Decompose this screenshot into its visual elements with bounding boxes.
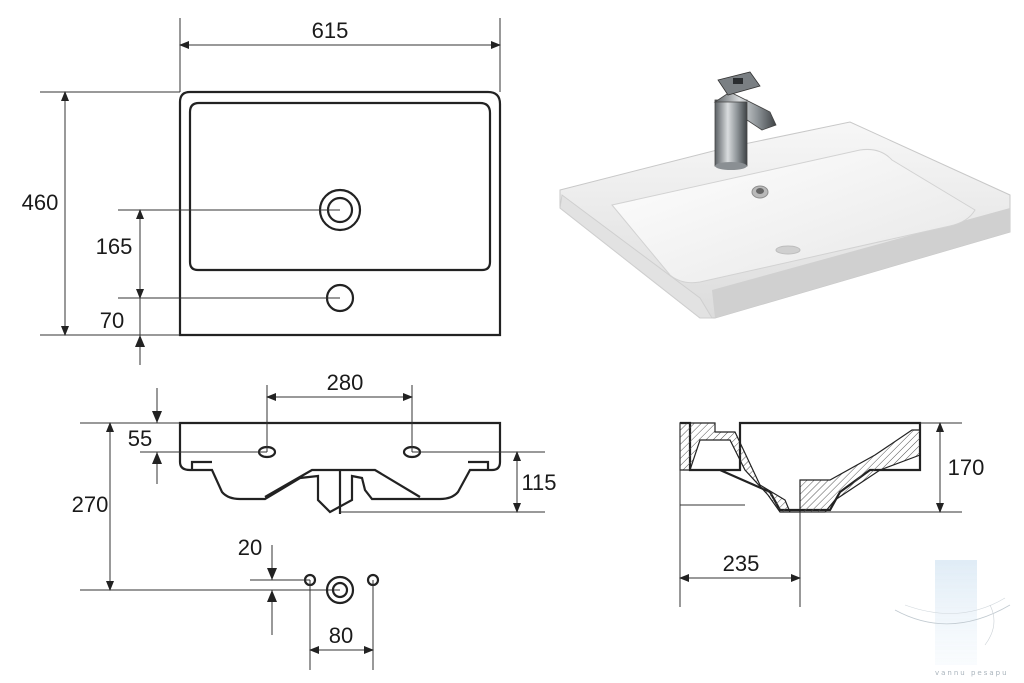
dim-tap-offset: 165 [96,234,133,259]
dim-top-depth: 460 [22,190,59,215]
waste-detail: 20 80 [238,535,380,670]
watermark-logo: vannu pesapu [894,560,1011,677]
waste-main [325,575,355,605]
dim-section-height: 170 [948,455,985,480]
dim-waste-height: 115 [521,470,556,495]
dim-top-width: 615 [312,18,349,43]
dim-bolt-height: 55 [128,426,152,451]
watermark-text: vannu pesapu [935,669,1009,677]
dim-front-height: 270 [72,492,109,517]
dim-section-depth: 235 [723,551,760,576]
dim-waste-offset: 20 [238,535,262,560]
dim-bolt-spacing: 280 [327,370,364,395]
top-view-outline [178,90,502,337]
basin-front-face [559,194,713,319]
section-view: 170 235 [679,421,985,607]
dim-waste-spacing: 80 [329,623,353,648]
section-wall [679,422,921,513]
dim-overflow-offset: 70 [100,308,124,333]
faucet [713,71,777,170]
top-view-bowl [188,101,492,272]
basin-right-face [712,208,1010,318]
top-view: 615 460 165 70 [22,18,502,365]
waste-main-inner [331,581,349,599]
front-view: 280 55 270 115 [72,370,557,591]
basin-bowl [611,149,976,284]
basin-drain [775,245,801,255]
basin-illustration [559,71,1011,319]
